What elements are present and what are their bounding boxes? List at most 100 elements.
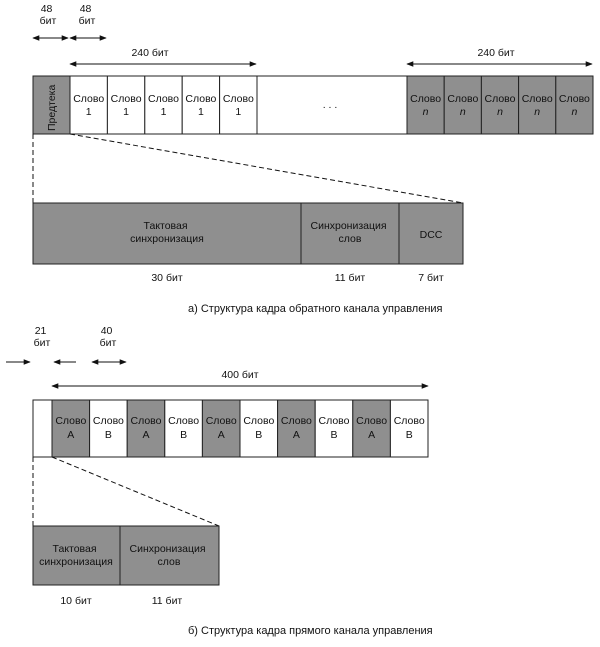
word-sync-label-b: Синхронизация слов: [130, 543, 209, 568]
word-b-index: A: [368, 429, 375, 441]
span-left-label: 240 бит: [131, 47, 168, 59]
word-b-box: [352, 399, 391, 458]
word-1-cell-5-index: 1: [235, 106, 241, 118]
caption-a: а) Структура кадра обратного канала упра…: [188, 303, 443, 315]
word-b-index: A: [218, 429, 225, 441]
label-40bit: 40 бит: [100, 325, 117, 349]
word-b-label: Слово: [319, 415, 350, 427]
word-n-cell-3-index: n: [497, 106, 503, 118]
words-b-group: СловоAСловоBСловоAСловоBСловоAСловоBСлов…: [51, 399, 429, 458]
word-1-cell-2-index: 1: [123, 106, 129, 118]
label-48bit-2: 48 бит: [79, 3, 96, 27]
word-n-cell-2-box: [443, 75, 482, 135]
word-1-cell-5-box: [219, 75, 258, 135]
word-b-index: A: [293, 429, 300, 441]
word-n-cell-3-box: [480, 75, 520, 135]
caption-b: б) Структура кадра прямого канала управл…: [188, 625, 433, 637]
word-sync-bits-b: 11 бит: [152, 595, 183, 607]
word-sync-block-b: [119, 525, 220, 586]
sync-label-b: Тактовая синхронизация: [39, 543, 113, 568]
word-sync-bits-a: 11 бит: [335, 272, 366, 284]
ellipsis: . . .: [323, 99, 338, 111]
word-1-cell-3-box: [144, 75, 183, 135]
label-21bit: 21 бит: [34, 325, 51, 349]
word-n-cell-2-label: Слово: [447, 93, 478, 105]
word-b-index: A: [67, 429, 74, 441]
word-n-cell-1-label: Слово: [410, 93, 441, 105]
dcc-block: [398, 202, 464, 265]
span-right-label: 240 бит: [477, 47, 514, 59]
word-b-label: Слово: [93, 415, 124, 427]
word-n-cell-4-index: n: [534, 106, 540, 118]
dcc-label: DCC: [420, 229, 443, 241]
word-n-cell-5-label: Слово: [559, 93, 590, 105]
preamble-label: Предтека: [46, 85, 58, 131]
zoom-line-b-right: [51, 456, 220, 527]
word-1-cell-3-index: 1: [161, 106, 167, 118]
word-b-index: B: [105, 429, 112, 441]
word-n-cell-4-label: Слово: [522, 93, 553, 105]
word-b-label: Слово: [55, 415, 86, 427]
sync-label-a: Тактовая синхронизация: [130, 220, 204, 245]
word-n-cell-1-index: n: [423, 106, 429, 118]
word-b-box: [201, 399, 241, 458]
word-b-label: Слово: [356, 415, 387, 427]
dcc-bits: 7 бит: [418, 272, 444, 284]
word-b-box: [389, 399, 429, 458]
preamble-cell: [32, 75, 71, 135]
word-1-cell-2-label: Слово: [111, 93, 142, 105]
word-1-cell-4-box: [181, 75, 221, 135]
word-b-index: B: [180, 429, 187, 441]
word-n-cell-3-label: Слово: [485, 93, 516, 105]
word-b-label: Слово: [394, 415, 425, 427]
word-b-index: B: [406, 429, 413, 441]
sync-block-b: [32, 525, 121, 586]
word-b-label: Слово: [206, 415, 237, 427]
word-b-index: A: [142, 429, 149, 441]
span-400-label: 400 бит: [221, 369, 258, 381]
word-b-box: [239, 399, 279, 458]
word-b-box: [51, 399, 91, 458]
word-b-index: B: [330, 429, 337, 441]
sync-bits-a: 30 бит: [151, 272, 182, 284]
word-1-cell-2-box: [106, 75, 146, 135]
word-1-cell-4-index: 1: [198, 106, 204, 118]
word-b-label: Слово: [168, 415, 199, 427]
diagram-a: 48 бит 48 бит 240 бит 240 бит Предтека С…: [32, 3, 594, 315]
word-sync-label-a: Синхронизация слов: [311, 220, 390, 245]
word-b-label: Слово: [281, 415, 312, 427]
sync-bits-b: 10 бит: [60, 595, 91, 607]
diagram-b: 21 бит 40 бит 400 бит СловоAСловоBСловоA…: [6, 325, 433, 637]
word-sync-block-a: [300, 202, 400, 265]
word-n-cell-5-index: n: [571, 106, 577, 118]
word-b-box: [126, 399, 166, 458]
word-n-cell-2-index: n: [460, 106, 466, 118]
word-n-cell-4-box: [518, 75, 557, 135]
word-1-cell-5-label: Слово: [223, 93, 254, 105]
word-1-cell-1-index: 1: [86, 106, 92, 118]
word-b-label: Слово: [131, 415, 162, 427]
zoom-line-a-right: [69, 133, 464, 204]
